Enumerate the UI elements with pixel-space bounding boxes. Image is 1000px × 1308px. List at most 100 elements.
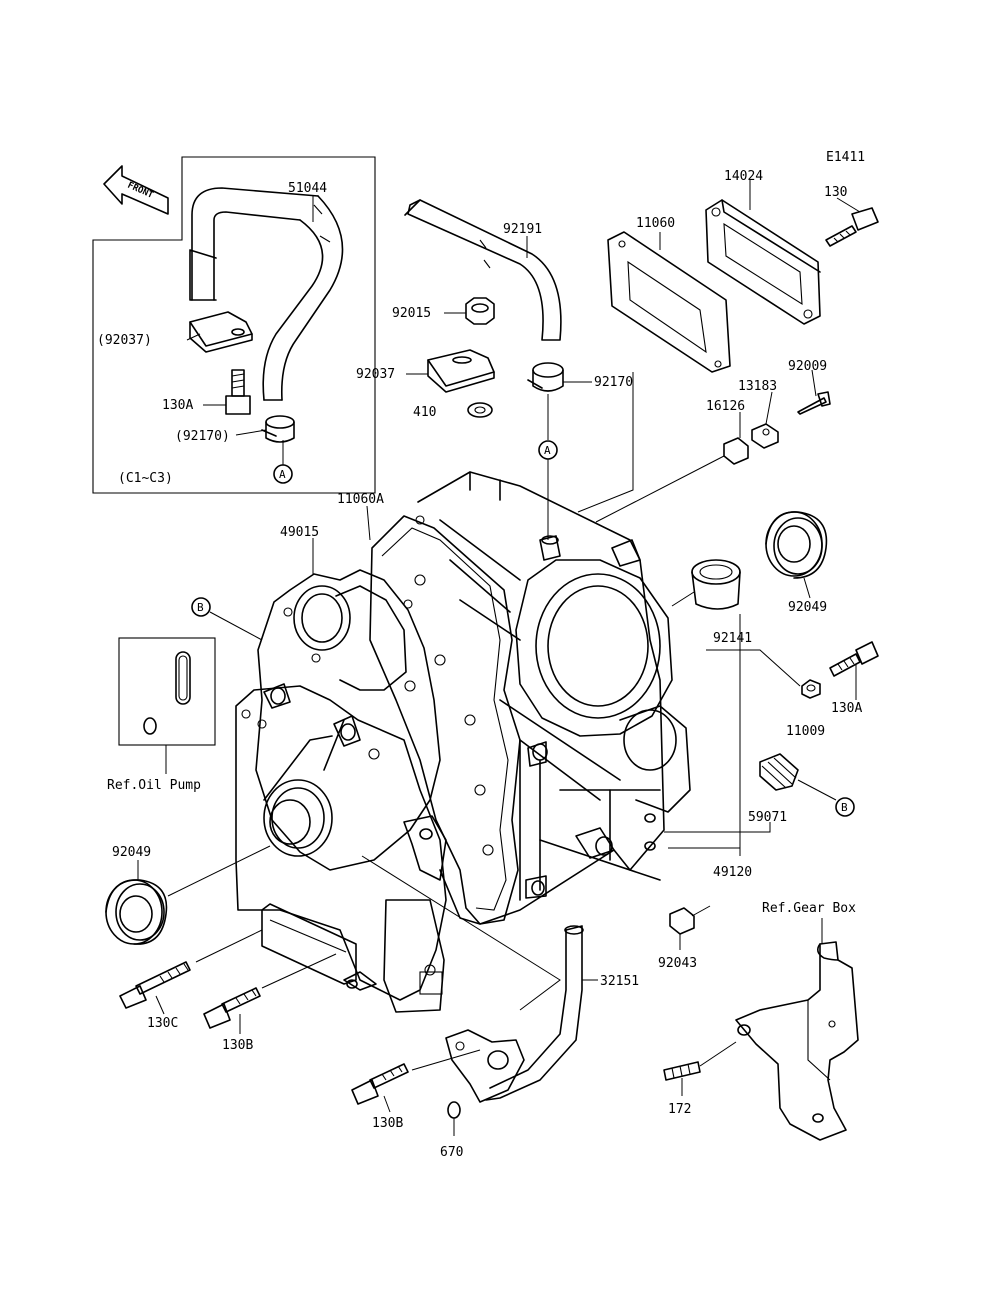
- screw-92009: [797, 391, 831, 415]
- leader-11060a: [366, 505, 371, 541]
- label-13183: 13183: [738, 379, 777, 394]
- breather-hose-92191: [404, 199, 562, 341]
- label-92015: 92015: [392, 306, 431, 321]
- leader-dowel-to-case: [595, 455, 725, 523]
- oil-pump-reference-box: [118, 637, 216, 774]
- gearbox-bracket: [735, 941, 859, 1141]
- oring-670: [447, 1101, 461, 1119]
- label-92043: 92043: [658, 956, 697, 971]
- label-130b-left: 130B: [222, 1038, 253, 1053]
- label-92170-paren: (92170): [175, 429, 230, 444]
- label-11009: 11009: [786, 724, 825, 739]
- label-92170: 92170: [594, 375, 633, 390]
- svg-text:B: B: [197, 601, 204, 614]
- inset-variant-label: (C1~C3): [118, 471, 173, 486]
- label-92009: 92009: [788, 359, 827, 374]
- oil-pipe-32151: [445, 925, 584, 1103]
- cover-49015: [255, 569, 441, 871]
- callout-b-left: B: [191, 597, 263, 641]
- label-92191: 92191: [503, 222, 542, 237]
- inset-clamp-92037: [189, 311, 253, 353]
- leader-housing-to-pipe: [361, 855, 561, 1011]
- nut-92015: [465, 297, 495, 325]
- bolt-130: [825, 207, 879, 247]
- label-49015: 49015: [280, 525, 319, 540]
- inset-hose-51044: [189, 187, 344, 401]
- leader-92037-paren: [186, 333, 201, 341]
- washer-11009: [801, 679, 821, 699]
- label-92049-left: 92049: [112, 845, 151, 860]
- label-49120: 49120: [713, 865, 752, 880]
- bolt-130b-bottom: [351, 1063, 409, 1105]
- bolt-130a-right: [829, 641, 879, 677]
- leader-59071: [664, 822, 771, 833]
- bolt-130b-left: [203, 987, 261, 1029]
- diagram-code: E1411: [826, 150, 865, 165]
- inset-bolt-130a: [225, 369, 251, 415]
- leader-92043-top: [691, 905, 711, 917]
- leader-130b-bottom: [383, 1095, 391, 1113]
- label-172: 172: [668, 1102, 691, 1117]
- leader-130: [836, 197, 861, 213]
- label-130c: 130C: [147, 1016, 178, 1031]
- label-92037-paren: (92037): [97, 333, 152, 348]
- leader-13183: [765, 391, 773, 425]
- callout-a-top: A: [538, 440, 558, 460]
- leader-gasket-to-case: [577, 372, 634, 513]
- label-92049-right: 92049: [788, 600, 827, 615]
- ref-gear-box-label: Ref.Gear Box: [762, 901, 856, 916]
- leader-130c: [155, 995, 165, 1015]
- stud-172: [663, 1061, 701, 1081]
- label-130: 130: [824, 185, 847, 200]
- leader-172-up: [699, 1041, 737, 1067]
- label-51044: 51044: [288, 181, 327, 196]
- leader-49120: [668, 648, 741, 849]
- label-14024: 14024: [724, 169, 763, 184]
- svg-text:A: A: [544, 444, 551, 457]
- label-130a-inset: 130A: [162, 398, 193, 413]
- label-59071: 59071: [748, 810, 787, 825]
- plug-59071: [759, 753, 799, 791]
- leader-130c-up: [195, 929, 263, 963]
- svg-text:A: A: [279, 468, 286, 481]
- leader-92049-right: [803, 577, 811, 599]
- clamp-92037: [427, 349, 495, 393]
- callout-b-right: B: [835, 797, 855, 817]
- leader-130b-left-up: [261, 953, 337, 989]
- label-92037: 92037: [356, 367, 395, 382]
- seal-92049-right: [765, 511, 828, 579]
- inset-clip-92170: [261, 415, 295, 443]
- inset-callout-a: A: [273, 440, 293, 484]
- label-130b-bottom: 130B: [372, 1116, 403, 1131]
- leader-92009: [811, 369, 817, 397]
- svg-text:B: B: [841, 801, 848, 814]
- crankcase-main: [417, 471, 691, 925]
- leader-11009: [706, 649, 801, 687]
- inset-box: [92, 156, 376, 494]
- leader-plug-to-b: [797, 779, 837, 801]
- gasket-11060a: [369, 515, 521, 925]
- gasket-11060: [607, 231, 731, 373]
- washer-410: [467, 402, 493, 418]
- label-16126: 16126: [706, 399, 745, 414]
- seal-92049-left: [105, 879, 168, 945]
- dowel-16126: [723, 437, 749, 465]
- label-410: 410: [413, 405, 436, 420]
- leader-92170-paren: [235, 429, 267, 436]
- label-11060: 11060: [636, 216, 675, 231]
- cover-14024: [705, 199, 821, 325]
- dowel-13183: [751, 423, 779, 449]
- label-130a-right: 130A: [831, 701, 862, 716]
- leader-92141: [671, 591, 695, 607]
- dowel-92043: [669, 907, 695, 935]
- leader-seal-to-bore: [167, 845, 271, 897]
- label-92141: 92141: [713, 631, 752, 646]
- front-housing: [235, 683, 447, 1013]
- label-32151: 32151: [600, 974, 639, 989]
- ref-oil-pump-label: Ref.Oil Pump: [107, 778, 201, 793]
- bushing-92141: [691, 559, 741, 610]
- label-11060a: 11060A: [337, 492, 384, 507]
- clip-92170: [527, 362, 564, 392]
- label-670: 670: [440, 1145, 463, 1160]
